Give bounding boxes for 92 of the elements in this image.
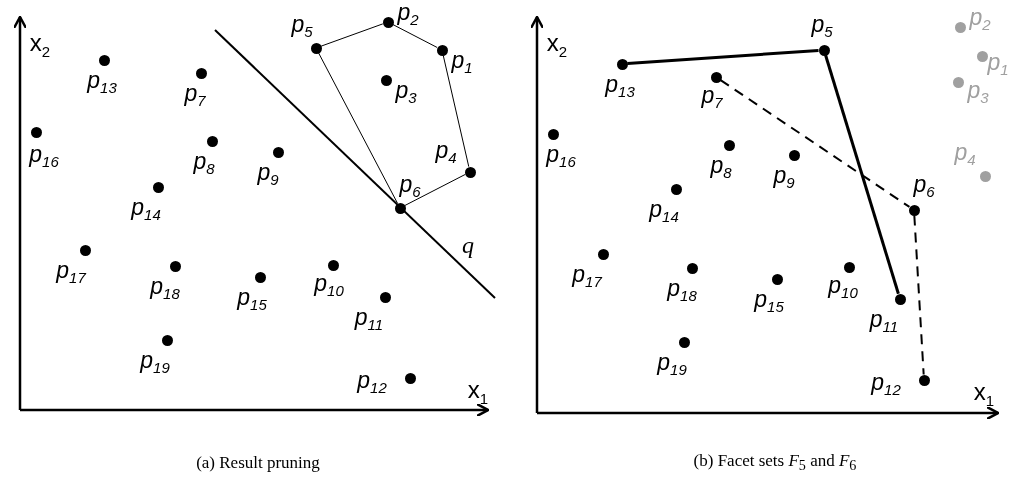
point-label: p$_{16}$ bbox=[29, 142, 59, 170]
point-label: p$_{18}$ bbox=[150, 274, 180, 302]
point-label: p$_{10}$ bbox=[314, 271, 344, 299]
point-marker bbox=[710, 71, 722, 83]
point-label: p$_{15}$ bbox=[237, 285, 267, 313]
point-label: p$_{19}$ bbox=[140, 348, 170, 376]
point-marker bbox=[908, 204, 920, 216]
point-label: p$_{1}$ bbox=[451, 48, 473, 76]
line bbox=[824, 54, 900, 295]
point-label: p$_{5}$ bbox=[811, 12, 833, 40]
point-label: p$_{15}$ bbox=[754, 287, 784, 315]
point-label: p$_{6}$ bbox=[913, 172, 935, 200]
point-label: p$_{14}$ bbox=[131, 195, 161, 223]
point-label: p$_{19}$ bbox=[657, 350, 687, 378]
point-label: p$_{8}$ bbox=[193, 149, 215, 177]
point-label: p$_{13}$ bbox=[87, 68, 117, 96]
point-label: p$_{1}$ bbox=[987, 50, 1009, 78]
point-marker bbox=[310, 42, 322, 54]
point-marker bbox=[616, 58, 628, 70]
dashed-line bbox=[913, 214, 925, 376]
axis-label: x$_{1}$ bbox=[973, 380, 995, 408]
point-label: p$_{17}$ bbox=[572, 262, 602, 290]
point-label: p$_{16}$ bbox=[546, 142, 576, 170]
point-label: p$_{2}$ bbox=[969, 5, 991, 33]
axis-label: x$_{1}$ bbox=[467, 378, 489, 406]
point-marker bbox=[195, 67, 207, 79]
line bbox=[318, 52, 398, 204]
point-label: p$_{7}$ bbox=[701, 83, 723, 111]
line bbox=[442, 54, 470, 168]
point-marker bbox=[918, 374, 930, 386]
axis-label: x$_{2}$ bbox=[29, 31, 51, 59]
point-marker bbox=[272, 146, 284, 158]
point-marker bbox=[976, 50, 988, 62]
point-label: p$_{3}$ bbox=[967, 78, 989, 106]
point-marker bbox=[161, 334, 173, 346]
line bbox=[404, 174, 466, 206]
point-marker bbox=[206, 135, 218, 147]
caption: (a) Result pruning bbox=[196, 453, 320, 471]
point-label: p$_{10}$ bbox=[828, 273, 858, 301]
point-marker bbox=[254, 271, 266, 283]
point-marker bbox=[597, 248, 609, 260]
point-marker bbox=[436, 44, 448, 56]
point-marker bbox=[169, 260, 181, 272]
point-label: p$_{3}$ bbox=[395, 78, 417, 106]
dashed-line bbox=[719, 79, 911, 208]
point-marker bbox=[954, 21, 966, 33]
point-marker bbox=[788, 149, 800, 161]
point-label: p$_{18}$ bbox=[667, 276, 697, 304]
line-label: q bbox=[462, 233, 474, 257]
point-label: p$_{11}$ bbox=[354, 305, 384, 333]
point-label: p$_{12}$ bbox=[357, 368, 387, 396]
point-label: p$_{5}$ bbox=[291, 12, 313, 40]
point-marker bbox=[382, 16, 394, 28]
line bbox=[392, 24, 438, 48]
point-label: p$_{7}$ bbox=[184, 81, 206, 109]
point-label: p$_{4}$ bbox=[435, 138, 457, 166]
point-label: p$_{2}$ bbox=[397, 0, 419, 28]
point-marker bbox=[547, 128, 559, 140]
point-label: p$_{14}$ bbox=[649, 197, 679, 225]
point-marker bbox=[894, 293, 906, 305]
point-marker bbox=[843, 261, 855, 273]
point-marker bbox=[979, 170, 991, 182]
point-marker bbox=[380, 74, 392, 86]
point-marker bbox=[79, 244, 91, 256]
point-marker bbox=[464, 166, 476, 178]
point-label: p$_{4}$ bbox=[954, 140, 976, 168]
point-marker bbox=[327, 259, 339, 271]
line bbox=[627, 48, 819, 66]
point-label: p$_{17}$ bbox=[56, 258, 86, 286]
point-marker bbox=[152, 181, 164, 193]
point-marker bbox=[952, 76, 964, 88]
point-label: p$_{13}$ bbox=[605, 72, 635, 100]
point-label: p$_{11}$ bbox=[869, 307, 899, 335]
line bbox=[320, 23, 384, 47]
point-marker bbox=[30, 126, 42, 138]
point-label: p$_{6}$ bbox=[399, 172, 421, 200]
point-marker bbox=[98, 54, 110, 66]
point-label: p$_{9}$ bbox=[773, 163, 795, 191]
point-marker bbox=[670, 183, 682, 195]
axis-label: x$_{2}$ bbox=[546, 31, 568, 59]
point-marker bbox=[404, 372, 416, 384]
point-label: p$_{12}$ bbox=[871, 370, 901, 398]
point-marker bbox=[678, 336, 690, 348]
point-marker bbox=[771, 273, 783, 285]
point-marker bbox=[379, 291, 391, 303]
point-label: p$_{8}$ bbox=[710, 153, 732, 181]
point-marker bbox=[686, 262, 698, 274]
caption: (b) Facet sets F$_{5}$ and F$_{6}$ bbox=[693, 451, 857, 473]
point-label: p$_{9}$ bbox=[257, 160, 279, 188]
point-marker bbox=[723, 139, 735, 151]
point-marker bbox=[818, 44, 830, 56]
point-marker bbox=[394, 202, 406, 214]
